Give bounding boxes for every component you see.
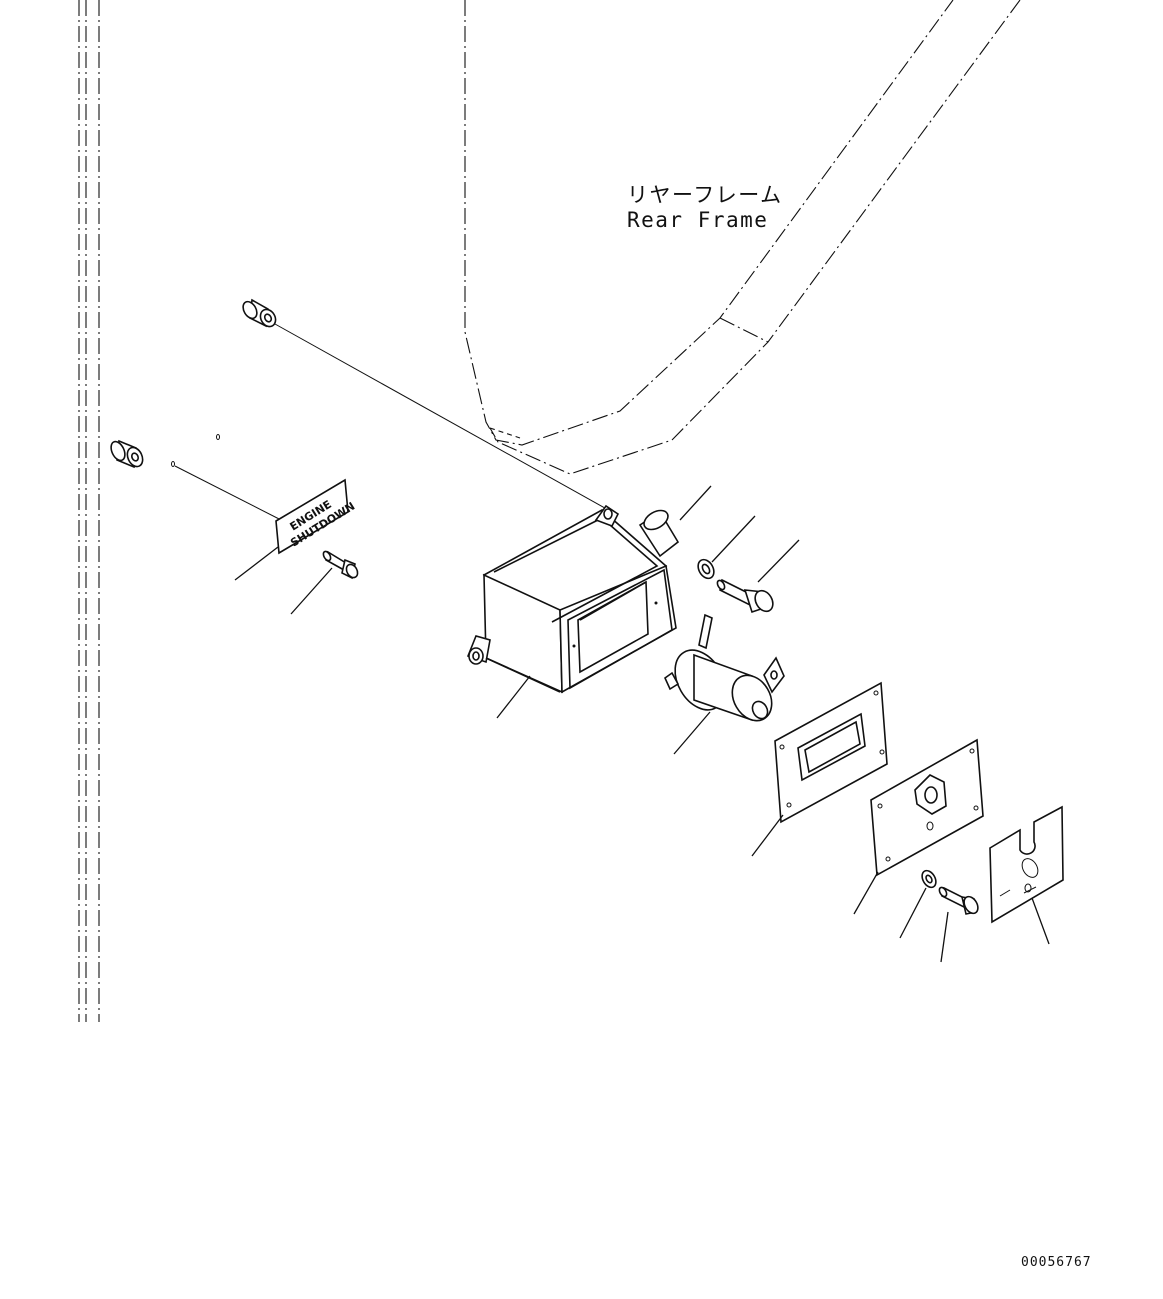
alignment-line-upper (274, 323, 613, 513)
spacer-collar-upper-icon (242, 298, 277, 328)
rear-frame-outline (464, 0, 1021, 475)
leader-lines (234, 485, 1050, 963)
rivet-hole-icon (171, 461, 175, 467)
bolt-lower-icon (938, 886, 979, 915)
washer-lower-icon (921, 869, 937, 889)
alignment-line-plate (174, 465, 286, 523)
shutdown-switch-icon (663, 613, 785, 722)
bolt-upper-icon (716, 578, 774, 614)
rivet-hole-icon (216, 434, 220, 440)
caution-label-icon (989, 805, 1064, 924)
switch-box-housing-icon (466, 504, 677, 694)
spacer-collar-lower-icon (110, 439, 144, 469)
document-number: 00056767 (1021, 1255, 1092, 1270)
washer-upper-icon (697, 558, 715, 580)
plate-bolt-icon (322, 550, 359, 580)
rear-frame-label-jp: リヤーフレーム (627, 183, 783, 207)
gasket-icon (774, 681, 888, 824)
cover-plate-icon (870, 738, 984, 877)
engine-shutdown-nameplate-icon: ENGINE SHUTDOWN (275, 478, 357, 555)
switch-knob-cylinder-icon (638, 509, 680, 558)
rear-frame-label-en: Rear Frame (627, 208, 768, 232)
left-frame-phantom-lines (78, 0, 100, 1022)
